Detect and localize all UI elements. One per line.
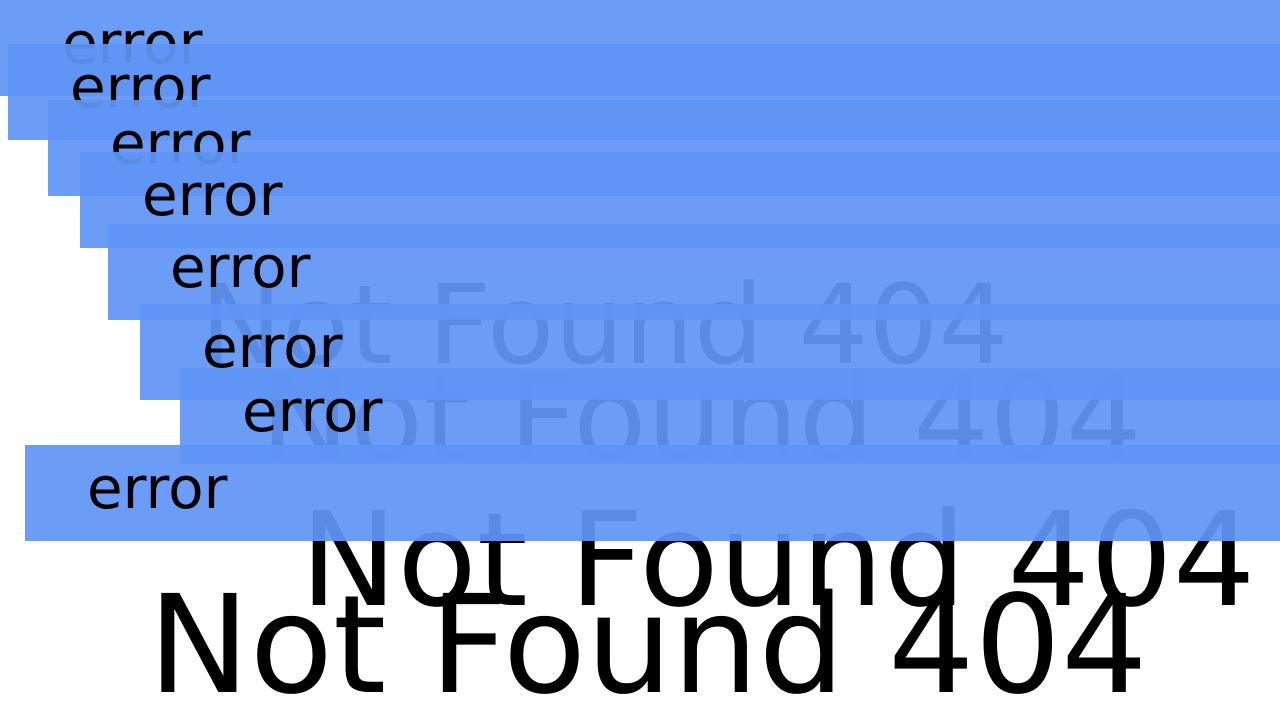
- not-found-message: Not Found 404: [148, 567, 1148, 720]
- error-window-label: error: [242, 377, 383, 445]
- error-window[interactable]: error: [25, 445, 1280, 541]
- error-window-label: error: [202, 313, 343, 381]
- error-window-label: error: [87, 454, 228, 522]
- error-window-label: error: [170, 233, 311, 301]
- error-window-label: error: [142, 161, 283, 229]
